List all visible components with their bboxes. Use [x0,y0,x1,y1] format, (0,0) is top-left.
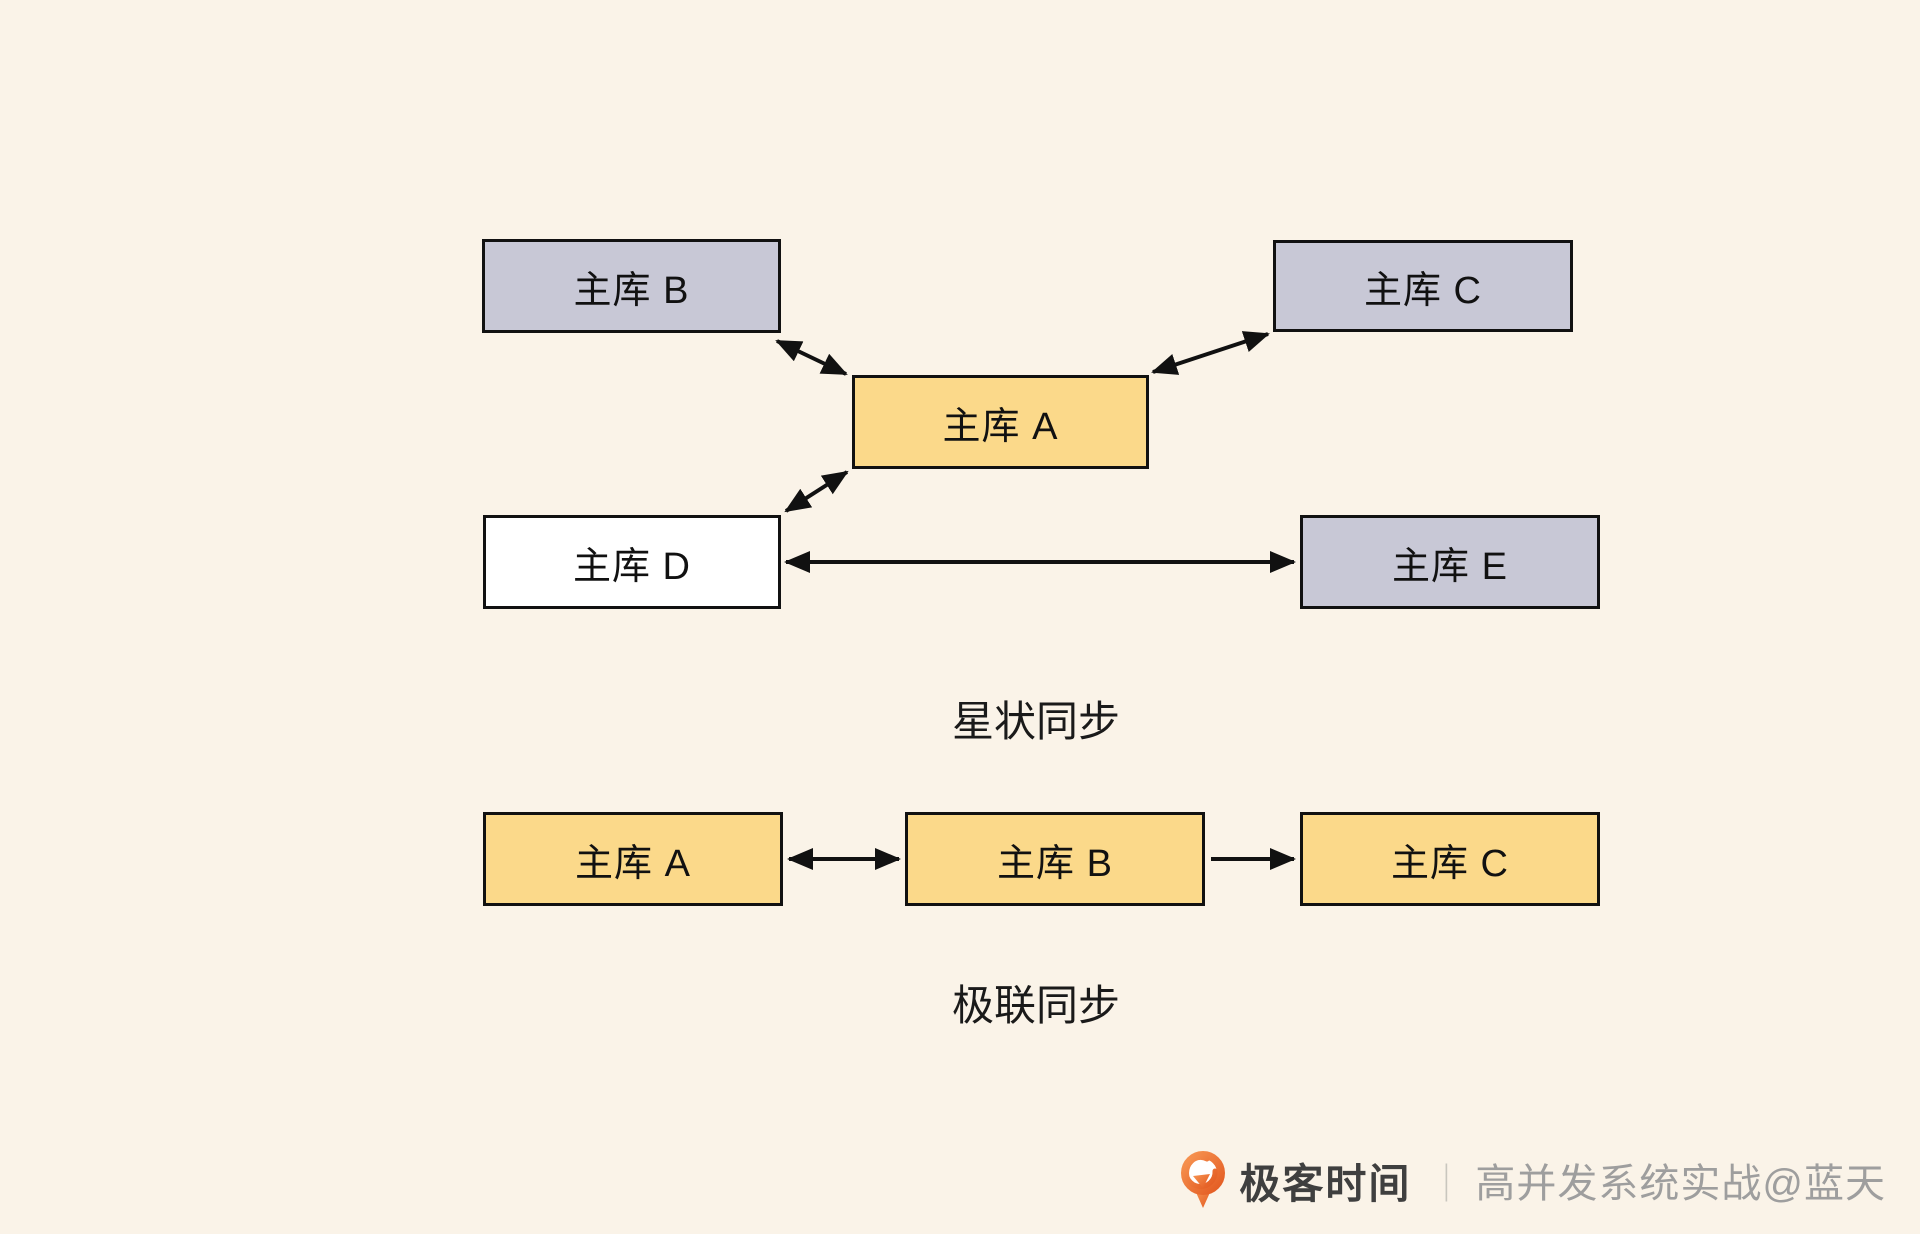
watermark-footer: 极客时间 ｜ 高并发系统实战@蓝天 [1179,1148,1886,1212]
cascade-node-master-b: 主库 B [905,812,1205,906]
star-node-master-b-label: 主库 B [573,269,690,312]
cascade-diagram-title: 极联同步 [951,982,1120,1029]
cascade-node-master-c: 主库 C [1300,812,1600,906]
star-node-master-e: 主库 E [1300,515,1600,609]
cascade-node-master-c-label: 主库 C [1390,842,1509,885]
star-node-master-c: 主库 C [1273,240,1573,332]
edge-starA-starD [784,470,849,513]
star-node-master-d: 主库 D [483,515,781,609]
cascade-node-master-a: 主库 A [483,812,783,906]
star-node-master-a: 主库 A [852,375,1149,469]
edge-starB-starA [775,339,848,376]
cascade-node-master-b-label: 主库 B [997,842,1113,885]
footer-divider: ｜ [1427,1163,1466,1206]
star-node-master-a-label: 主库 A [942,405,1059,448]
star-diagram-title: 星状同步 [951,698,1120,745]
credit-text: 高并发系统实战@蓝天 [1475,1162,1886,1206]
geektime-logo-icon [1181,1151,1226,1208]
cascade-node-master-a-label: 主库 A [575,842,691,885]
star-node-master-e-label: 主库 E [1392,545,1508,588]
edge-starA-starC [1151,331,1270,375]
star-node-master-d-label: 主库 D [572,545,691,588]
star-node-master-b: 主库 B [482,239,781,333]
brand-name: 极客时间 [1239,1161,1412,1207]
star-node-master-c-label: 主库 C [1363,269,1482,312]
